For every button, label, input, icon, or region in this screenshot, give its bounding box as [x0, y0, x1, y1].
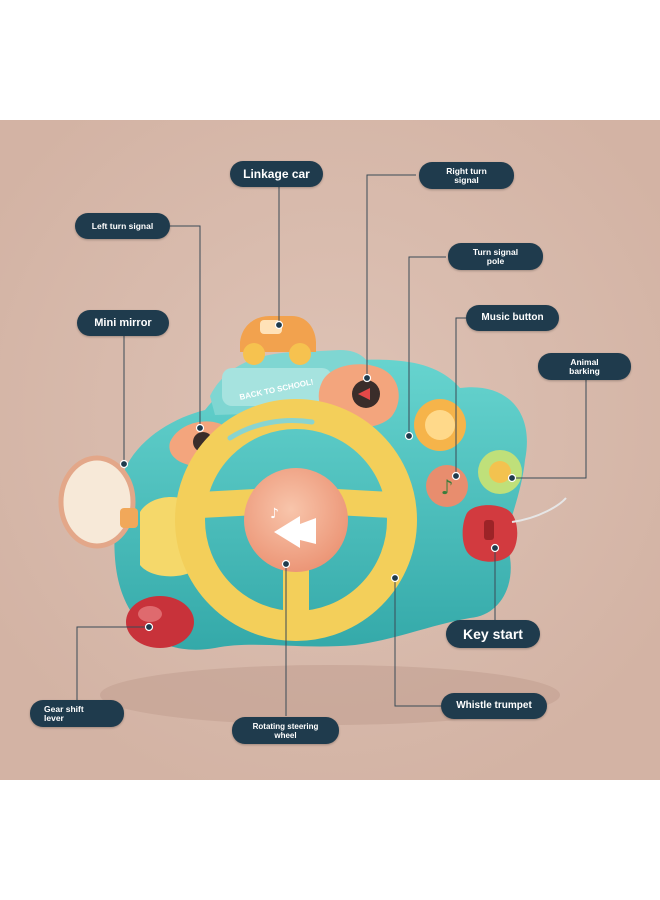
- horn-music-note-icon: ♪: [270, 506, 279, 522]
- label-rotating-steering-wheel: Rotating steering wheel: [232, 717, 339, 744]
- dot-right-turn-signal: [362, 373, 372, 383]
- label-mini-mirror: Mini mirror: [77, 310, 169, 336]
- wheel-spoke-right: [323, 489, 405, 518]
- steering-wheel-rim: [175, 399, 417, 641]
- key-slot-icon: [484, 520, 494, 540]
- dot-mini-mirror: [119, 459, 129, 469]
- back-to-school-panel: [222, 368, 332, 406]
- label-turn-signal-pole: Turn signal pole: [448, 243, 543, 270]
- label-gear-shift-lever: Gear shift lever: [30, 700, 124, 727]
- mirror-hinge: [120, 508, 138, 528]
- dot-key-start: [490, 543, 500, 553]
- dot-whistle-trumpet: [390, 573, 400, 583]
- label-left-turn-signal: Left turn signal: [75, 213, 170, 239]
- label-animal-barking: Animal barking: [538, 353, 631, 380]
- mirror-frame: [58, 455, 136, 549]
- leader-whistle-trumpet: [394, 578, 441, 707]
- dot-music-button: [451, 471, 461, 481]
- anchor-dots: [119, 320, 517, 632]
- dot-turn-signal-pole: [404, 431, 414, 441]
- gear-knob-highlight: [138, 606, 162, 622]
- gear-shift-lever[interactable]: [126, 596, 194, 648]
- label-music-button: Music button: [466, 305, 559, 331]
- music-note-icon: ♪: [441, 475, 454, 499]
- dot-left-turn-signal: [195, 423, 205, 433]
- product-diagram: BACK TO SCHOOL! ♪: [0, 120, 660, 780]
- arrow-icon: [358, 388, 370, 400]
- horn-trumpet-icon: [274, 516, 316, 548]
- key-start[interactable]: [462, 497, 567, 562]
- leader-lines: [76, 174, 587, 716]
- label-key-start: Key start: [446, 620, 540, 648]
- label-whistle-trumpet: Whistle trumpet: [441, 693, 547, 719]
- wheel-grip-top: [227, 418, 315, 441]
- lion-button[interactable]: [414, 399, 466, 451]
- car-wheel-rear: [289, 343, 311, 365]
- leader-gear-shift-lever: [76, 626, 149, 700]
- giraffe-icon: [489, 461, 511, 483]
- dot-gear-shift-lever: [144, 622, 154, 632]
- toy-steering-wheel-illustration: BACK TO SCHOOL! ♪: [0, 120, 660, 780]
- steering-wheel[interactable]: ♪: [175, 399, 417, 641]
- key-string: [511, 497, 567, 523]
- leader-right-turn-signal: [366, 174, 416, 378]
- label-linkage-car: Linkage car: [230, 161, 323, 187]
- dot-rotating-steering-wheel: [281, 559, 291, 569]
- linkage-car[interactable]: [240, 316, 316, 365]
- lion-icon: [425, 410, 455, 440]
- gear-knob: [126, 596, 194, 648]
- dot-animal-barking: [507, 473, 517, 483]
- label-right-turn-signal: Right turn signal: [419, 162, 514, 189]
- dot-linkage-car: [274, 320, 284, 330]
- leader-turn-signal-pole: [408, 256, 446, 436]
- wheel-spoke-left: [187, 489, 269, 518]
- leader-left-turn-signal: [170, 225, 201, 428]
- mini-mirror[interactable]: [58, 455, 138, 549]
- car-wheel-front: [243, 343, 265, 365]
- leader-music-button: [455, 317, 466, 476]
